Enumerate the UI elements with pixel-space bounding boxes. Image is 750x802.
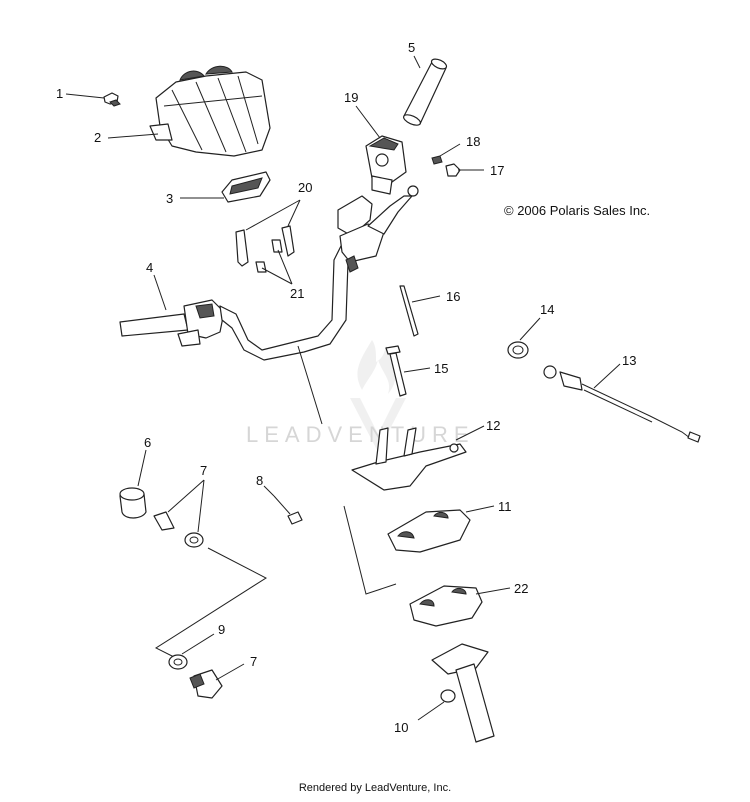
callout-1: 1	[56, 86, 63, 101]
leader-6	[137, 449, 147, 487]
part-17-cap	[445, 163, 461, 177]
part-3-pad	[221, 171, 271, 203]
footer-credit: Rendered by LeadVenture, Inc.	[298, 782, 452, 794]
copyright-text: © 2006 Polaris Sales Inc.	[504, 203, 650, 218]
callout-6: 6	[144, 435, 151, 450]
leader-10	[417, 701, 445, 721]
callout-10: 10	[394, 720, 408, 735]
leader-9	[181, 633, 215, 655]
leader-5	[413, 55, 421, 69]
part-19-throttle-control	[365, 135, 407, 195]
part-14-nut	[507, 341, 529, 359]
part-7-clip-washer	[153, 511, 204, 548]
part-5-grip	[403, 58, 448, 126]
callout-4: 4	[146, 260, 153, 275]
callout-7b: 7	[250, 654, 257, 669]
callout-17: 17	[490, 163, 504, 178]
callout-18: 18	[466, 134, 480, 149]
part-11-clamp-upper	[387, 509, 471, 553]
part-10-nut	[440, 689, 456, 703]
callout-7a: 7	[200, 463, 207, 478]
leader-11	[465, 505, 495, 513]
callout-14: 14	[540, 302, 554, 317]
callout-15: 15	[434, 361, 448, 376]
part-8-screw	[273, 495, 303, 525]
leader-7a	[167, 479, 205, 533]
part-1-screw	[103, 92, 121, 107]
part-4-handlebar	[119, 185, 419, 361]
part-13-cable	[543, 365, 701, 443]
callout-19: 19	[344, 90, 358, 105]
watermark-logo	[350, 340, 406, 452]
steering-post	[431, 643, 495, 743]
leader-8	[263, 485, 275, 497]
callout-8: 8	[256, 473, 263, 488]
callout-13: 13	[622, 353, 636, 368]
watermark-text: LEADVENTURE	[246, 422, 475, 447]
callout-11: 11	[498, 499, 512, 514]
part-6-bushing	[119, 487, 147, 519]
part-20-brackets	[235, 225, 295, 267]
leader-22	[475, 587, 511, 595]
part-22-clamp-lower	[409, 585, 483, 627]
leader-16	[411, 295, 441, 303]
leader-2	[107, 133, 159, 139]
leader-20	[245, 199, 301, 231]
leader-13	[593, 363, 621, 389]
part-21-screws	[255, 239, 283, 273]
leader-15	[403, 367, 431, 373]
callout-5: 5	[408, 40, 415, 55]
callout-9: 9	[218, 622, 225, 637]
callout-2: 2	[94, 130, 101, 145]
leader-1	[65, 93, 105, 99]
part-18-screw	[431, 155, 443, 165]
leader-4	[153, 274, 167, 311]
leader-18	[439, 143, 461, 157]
leader-21	[261, 249, 293, 285]
callout-22: 22	[514, 581, 528, 596]
callout-3: 3	[166, 191, 173, 206]
leader-7b	[215, 663, 245, 681]
part-12-bracket	[351, 427, 467, 491]
leader-12	[455, 425, 485, 441]
callout-21: 21	[290, 286, 304, 301]
part-2-handlebar-cover	[149, 65, 271, 157]
callout-16: 16	[446, 289, 460, 304]
part-9-washer	[168, 654, 188, 670]
leader-14	[519, 317, 541, 341]
callout-12: 12	[486, 418, 500, 433]
leader-19	[355, 105, 381, 139]
part-15-bolt	[385, 345, 407, 397]
part-7-switch	[189, 669, 223, 699]
callout-20: 20	[298, 180, 312, 195]
assembly-lines	[154, 345, 397, 659]
part-16-rod	[399, 285, 419, 337]
